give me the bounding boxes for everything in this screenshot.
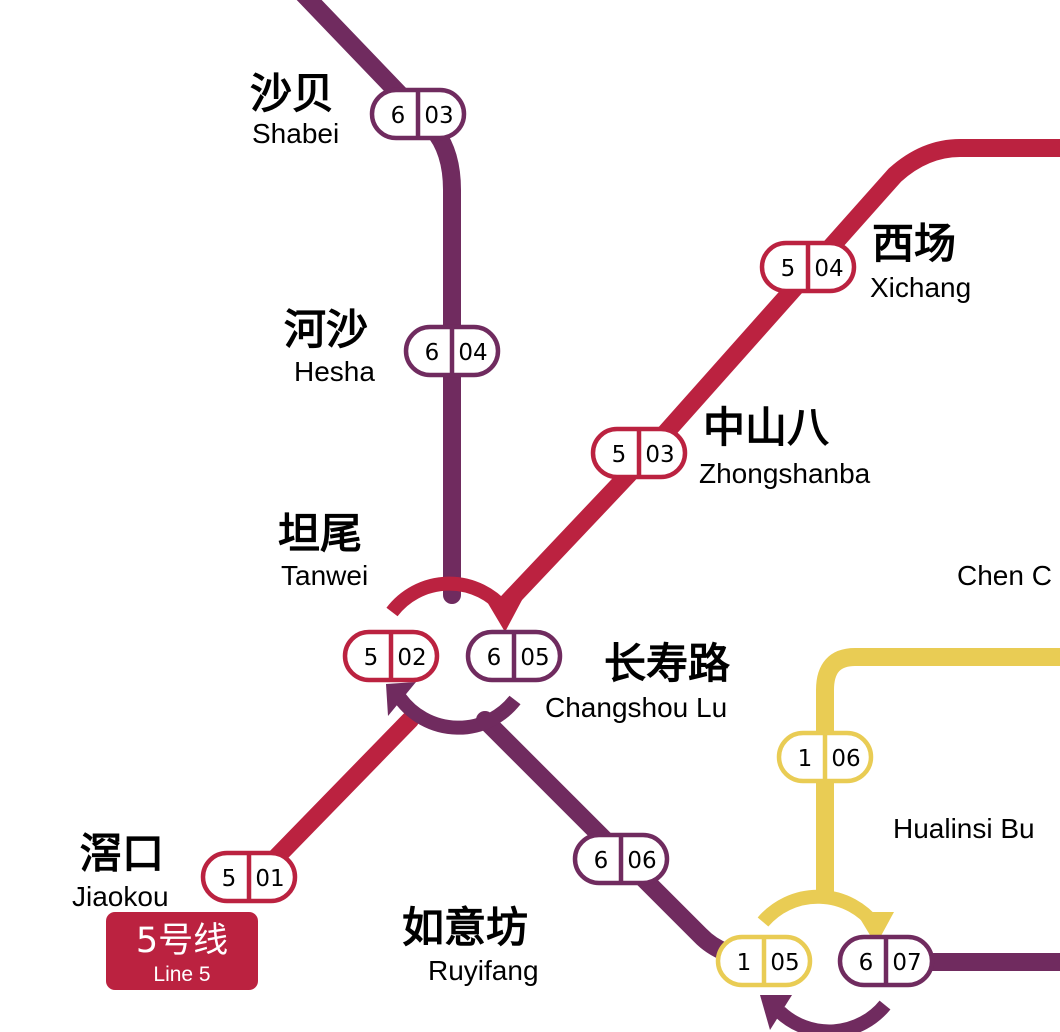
svg-text:05: 05 <box>770 950 799 976</box>
svg-text:04: 04 <box>458 340 487 366</box>
label-chen-partial: Chen C <box>957 560 1052 591</box>
svg-text:5: 5 <box>612 442 627 468</box>
transfer-arrow-line6-south <box>775 1000 891 1032</box>
svg-text:01: 01 <box>255 866 284 892</box>
label-shabei-zh: 沙贝 <box>250 69 334 118</box>
svg-text:03: 03 <box>424 103 453 129</box>
svg-text:6: 6 <box>425 340 440 366</box>
svg-text:1: 1 <box>798 746 813 772</box>
label-jiaokou-en: Jiaokou <box>72 881 169 912</box>
station-xichang-pill[interactable]: 5 04 <box>759 240 857 294</box>
station-zhongshanba-pill[interactable]: 5 03 <box>590 426 688 480</box>
station-changshou-pill[interactable]: 6 05 <box>465 629 563 683</box>
label-changshou-en: Changshou Lu <box>545 692 727 723</box>
transfer-arrow-line6 <box>394 693 521 735</box>
transfer-arrow-line6-head <box>386 682 416 716</box>
station-ruyifang-pill[interactable]: 6 06 <box>572 832 670 886</box>
svg-text:1: 1 <box>737 950 752 976</box>
station-jiaokou-pill[interactable]: 5 01 <box>200 850 298 904</box>
label-ruyifang-zh: 如意坊 <box>402 903 528 952</box>
svg-text:06: 06 <box>627 848 656 874</box>
svg-text:5: 5 <box>364 645 379 671</box>
svg-text:04: 04 <box>814 256 843 282</box>
label-jiaokou-zh: 滘口 <box>80 829 164 878</box>
svg-text:05: 05 <box>520 645 549 671</box>
transfer-arrow-line1 <box>757 889 881 930</box>
svg-text:07: 07 <box>892 950 921 976</box>
station-hesha-pill[interactable]: 6 04 <box>403 324 501 378</box>
station-tanwei-pill[interactable]: 5 02 <box>342 629 440 683</box>
line5-northeast-track <box>496 139 1060 614</box>
transfer-arrow-line6-south-head <box>760 995 792 1030</box>
line5-badge: 5号线 Line 5 <box>106 912 258 990</box>
line1-track <box>816 648 1060 904</box>
transfer-arrow-line1-head <box>856 912 894 945</box>
label-ruyifang-en: Ruyifang <box>428 955 539 986</box>
svg-text:06: 06 <box>831 746 860 772</box>
svg-text:6: 6 <box>487 645 502 671</box>
line5-southwest-track <box>253 711 419 881</box>
label-shabei-en: Shabei <box>252 118 339 149</box>
transfer-arrow-line5-head <box>486 600 522 632</box>
svg-text:6: 6 <box>594 848 609 874</box>
svg-text:5: 5 <box>222 866 237 892</box>
label-zhongshanba-en: Zhongshanba <box>699 458 871 489</box>
svg-text:03: 03 <box>645 442 674 468</box>
line5-badge-title: 5号线 <box>136 921 228 961</box>
label-changshou-zh: 长寿路 <box>604 639 731 688</box>
transfer-arrow-line5 <box>386 576 511 617</box>
svg-text:6: 6 <box>859 950 874 976</box>
svg-text:5: 5 <box>781 256 796 282</box>
label-hualinsi-partial: Hualinsi Bu <box>893 813 1035 844</box>
label-hesha-zh: 河沙 <box>284 305 368 354</box>
label-tanwei-en: Tanwei <box>281 560 368 591</box>
label-xichang-en: Xichang <box>870 272 971 303</box>
station-l1-06-pill[interactable]: 1 06 <box>776 730 874 784</box>
svg-text:6: 6 <box>391 103 406 129</box>
station-l6-07-pill[interactable]: 6 07 <box>837 934 935 988</box>
label-xichang-zh: 西场 <box>872 219 956 268</box>
label-zhongshanba-zh: 中山八 <box>703 403 830 452</box>
svg-text:02: 02 <box>397 645 426 671</box>
line5-badge-subtitle: Line 5 <box>153 963 210 986</box>
label-hesha-en: Hesha <box>294 356 375 387</box>
station-l1-05-pill[interactable]: 1 05 <box>715 934 813 988</box>
label-tanwei-zh: 坦尾 <box>278 509 362 558</box>
station-shabei-pill[interactable]: 6 03 <box>369 87 467 141</box>
